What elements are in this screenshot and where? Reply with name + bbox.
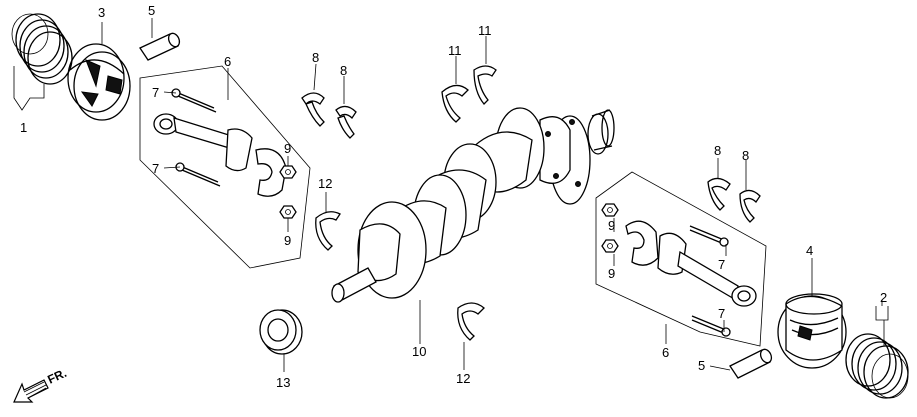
rod-bolt-upper-left (171, 88, 217, 113)
callout-9: 9 (608, 218, 615, 233)
callout-7: 7 (152, 85, 159, 100)
rod-bolt-lower-left (175, 162, 221, 187)
main-bearing-lower (457, 302, 485, 341)
callout-6: 6 (662, 345, 669, 360)
callout-12: 12 (318, 176, 332, 191)
leader-lines (13, 18, 889, 372)
callout-labels: 1 3 5 6 7 7 9 9 8 8 11 11 12 10 13 12 8 … (20, 3, 887, 390)
callout-12: 12 (456, 371, 470, 386)
callout-1: 1 (20, 120, 27, 135)
callout-9: 9 (608, 266, 615, 281)
front-direction-arrow-icon (13, 379, 49, 403)
rod-nut-upper-right (601, 203, 619, 217)
callout-7: 7 (152, 161, 159, 176)
callout-8: 8 (340, 63, 347, 78)
rod-bolt-lower-right (691, 315, 731, 337)
piston-left (67, 43, 131, 121)
connecting-rod-set-left (139, 65, 311, 269)
rod-nut-upper-left (279, 165, 297, 179)
callout-13: 13 (276, 375, 290, 390)
connecting-rod-set-right (595, 171, 767, 347)
rod-bearing-shells-right (707, 177, 761, 223)
callout-10: 10 (412, 344, 426, 359)
piston-right (777, 293, 847, 369)
piston-pin-right (729, 348, 773, 379)
crankshaft (331, 107, 615, 303)
callout-3: 3 (98, 5, 105, 20)
callout-8: 8 (714, 143, 721, 158)
piston-pin-left (139, 32, 181, 61)
thrust-washers-upper (441, 65, 497, 123)
rod-bearing-shells-left (301, 92, 357, 139)
callout-7: 7 (718, 306, 725, 321)
rod-nut-lower-left (279, 205, 297, 219)
callout-6: 6 (224, 54, 231, 69)
front-direction-label: FR. (45, 366, 68, 387)
callout-8: 8 (742, 148, 749, 163)
callout-9: 9 (284, 141, 291, 156)
callout-5: 5 (148, 3, 155, 18)
callout-9: 9 (284, 233, 291, 248)
front-direction-marker: FR. (13, 366, 69, 403)
piston-ring-set-left (11, 13, 73, 85)
main-bearing-left (315, 211, 341, 251)
rod-bolt-upper-right (689, 225, 729, 247)
callout-11: 11 (448, 43, 462, 58)
callout-5: 5 (698, 358, 705, 373)
oil-seal (259, 309, 303, 355)
rod-nut-lower-right (601, 239, 619, 253)
callout-7: 7 (718, 257, 725, 272)
callout-2: 2 (880, 290, 887, 305)
callout-8: 8 (312, 50, 319, 65)
piston-ring-set-right (845, 333, 909, 399)
callout-11: 11 (478, 23, 492, 38)
callout-4: 4 (806, 243, 813, 258)
